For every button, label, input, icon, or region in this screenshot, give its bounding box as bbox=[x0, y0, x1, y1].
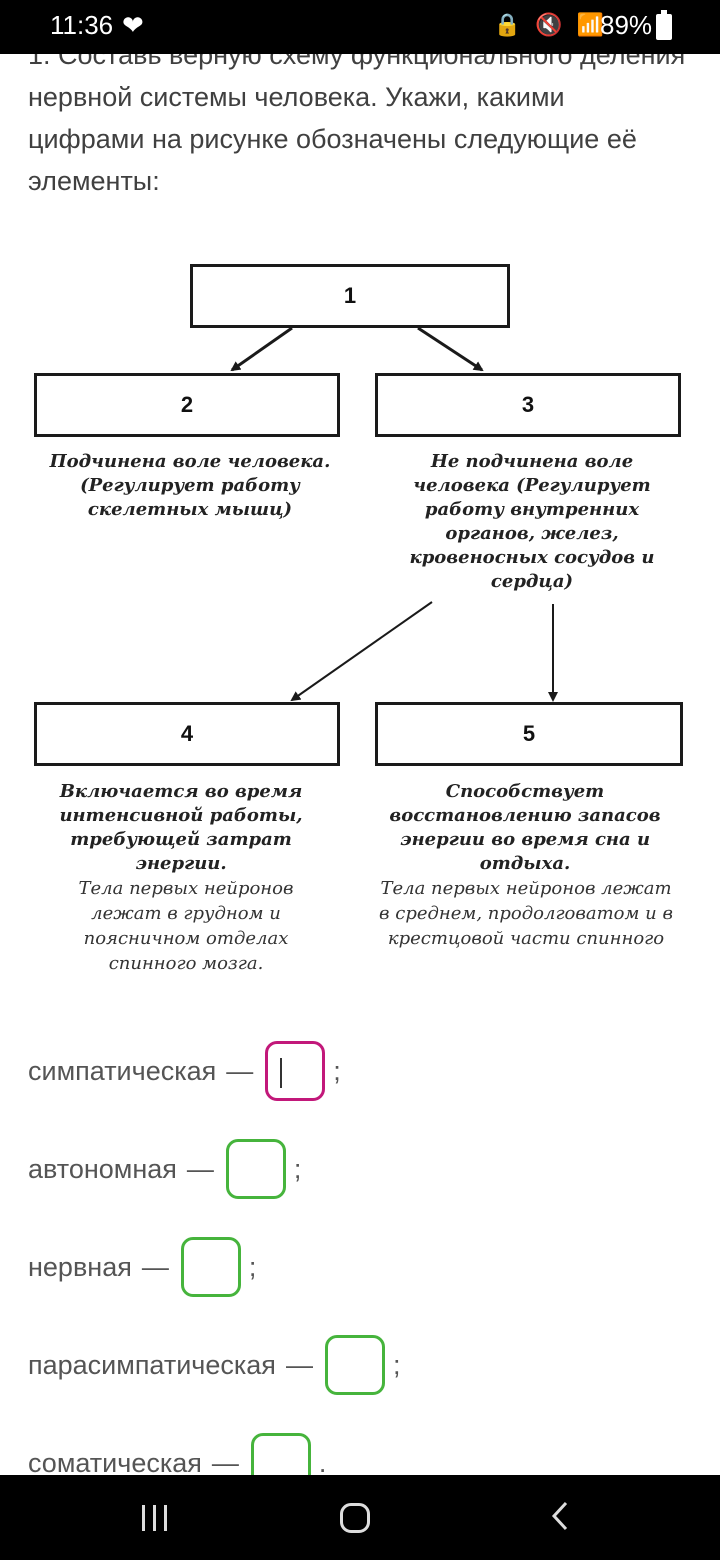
answer-label: соматическая bbox=[28, 1447, 202, 1478]
diagram-arrows bbox=[230, 326, 558, 702]
diagram-box-4: 4 bbox=[34, 702, 340, 766]
answer-row-sympathetic: симпатическая — ; bbox=[28, 1038, 341, 1104]
answer-row-nervous: нервная — ; bbox=[28, 1234, 256, 1300]
nervous-system-diagram: 1 2 3 Подчинена воле человека. (Регулиру… bbox=[0, 250, 720, 990]
diagram-desc-3: Не подчинена воле человека (Регулирует р… bbox=[409, 451, 655, 592]
recent-apps-icon[interactable] bbox=[142, 1505, 168, 1531]
diagram-desc-5-bold: Способствует восстановлению запасов энер… bbox=[389, 781, 661, 874]
answer-label: автономная bbox=[28, 1153, 177, 1184]
answer-dash: — bbox=[285, 1349, 313, 1380]
diagram-box-3: 3 bbox=[375, 373, 681, 437]
diagram-box-2: 2 bbox=[34, 373, 340, 437]
answer-separator: ; bbox=[392, 1349, 401, 1380]
answer-dash: — bbox=[186, 1153, 214, 1184]
answer-separator: ; bbox=[248, 1251, 257, 1282]
answer-row-autonomic: автономная — ; bbox=[28, 1136, 301, 1202]
battery-icon bbox=[656, 10, 672, 40]
parasympathetic-answer-input[interactable] bbox=[324, 1335, 385, 1395]
answer-dash: — bbox=[141, 1251, 169, 1282]
diagram-desc-5-regular: Тела первых нейронов лежат в среднем, пр… bbox=[379, 878, 673, 949]
wifi-icon: 📶 bbox=[576, 12, 608, 37]
arrow-1-to-2 bbox=[230, 326, 293, 372]
arrow-3-to-4 bbox=[290, 601, 433, 702]
sympathetic-answer-input[interactable] bbox=[265, 1041, 326, 1101]
answer-separator: . bbox=[318, 1447, 327, 1478]
heart-icon: ❤ bbox=[122, 10, 144, 40]
diagram-box-5: 5 bbox=[375, 702, 683, 766]
diagram-desc-4-bold: Включается во время интенсивной работы, … bbox=[59, 781, 303, 874]
nervous-answer-input[interactable] bbox=[180, 1237, 241, 1297]
battery-percent: 89% bbox=[600, 10, 653, 40]
diagram-desc-2: Подчинена воле человека. (Регулирует раб… bbox=[49, 451, 331, 520]
back-icon[interactable] bbox=[548, 1501, 572, 1531]
answer-label: симпатическая bbox=[28, 1055, 217, 1086]
answer-label: парасимпатическая bbox=[28, 1349, 276, 1380]
diagram-desc-4-regular: Тела первых нейронов лежат в грудном и п… bbox=[78, 878, 294, 974]
mute-icon: 🔇 bbox=[535, 12, 567, 37]
status-bar: 11:36 ❤ 🔒 🔇 📶 89% bbox=[0, 0, 720, 54]
navigation-bar bbox=[0, 1475, 720, 1560]
answer-row-parasympathetic: парасимпатическая — ; bbox=[28, 1332, 400, 1398]
answer-label: нервная bbox=[28, 1251, 132, 1282]
arrow-1-to-3 bbox=[417, 326, 484, 372]
lock-icon: 🔒 bbox=[493, 12, 525, 37]
answer-separator: ; bbox=[293, 1153, 302, 1184]
status-time: 11:36 bbox=[50, 10, 114, 40]
home-icon[interactable] bbox=[340, 1503, 370, 1533]
diagram-box-1: 1 bbox=[190, 264, 510, 328]
answer-dash: — bbox=[226, 1055, 254, 1086]
question-text: 1. Составь верную схему функционального … bbox=[28, 40, 686, 196]
autonomic-answer-input[interactable] bbox=[225, 1139, 286, 1199]
answer-separator: ; bbox=[333, 1055, 341, 1086]
status-icons: 🔒 🔇 📶 bbox=[494, 12, 608, 38]
answer-dash: — bbox=[211, 1447, 239, 1478]
